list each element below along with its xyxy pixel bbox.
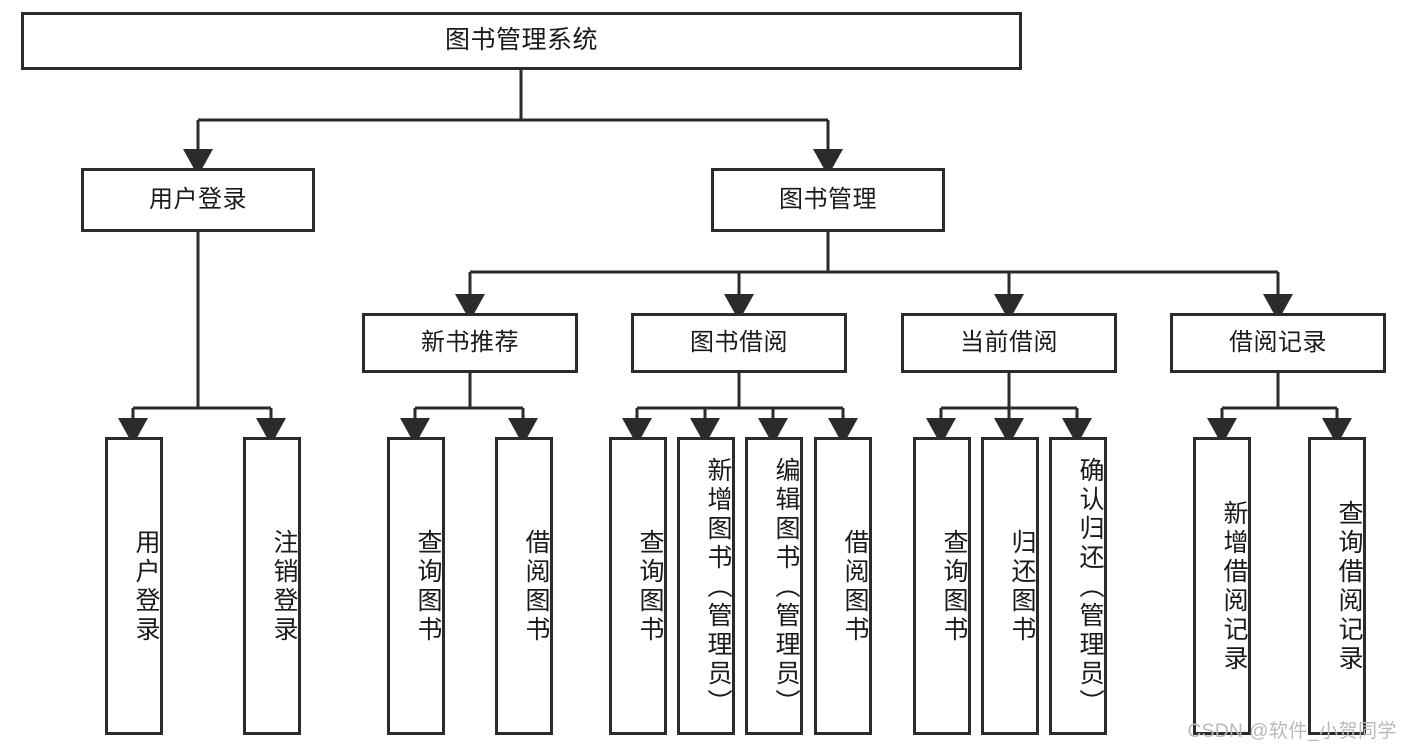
node-label: 新增图书（管理员） (704, 456, 732, 718)
node-current-borrow[interactable]: 当前借阅 (901, 313, 1117, 373)
node-label: 新书推荐 (421, 328, 519, 356)
node-label: 借阅记录 (1229, 328, 1327, 356)
watermark: CSDN @软件_小贺同学 (1187, 721, 1397, 742)
node-label: 编辑图书（管理员） (772, 456, 800, 718)
node-label: 借阅图书 (841, 529, 869, 645)
leaf-new-book-borrow[interactable]: 借阅图书 (495, 437, 553, 735)
node-label: 查询图书 (414, 529, 442, 645)
node-borrow-record[interactable]: 借阅记录 (1170, 313, 1386, 373)
node-label: 注销登录 (270, 529, 298, 645)
node-label: 用户登录 (132, 529, 160, 645)
leaf-user-login-login[interactable]: 用户登录 (105, 437, 163, 735)
node-label: 图书借阅 (690, 328, 788, 356)
node-label: 查询图书 (940, 529, 968, 645)
node-label: 图书管理系统 (444, 26, 598, 55)
node-label: 借阅图书 (522, 529, 550, 645)
leaf-current-return-book[interactable]: 归还图书 (981, 437, 1039, 735)
node-label: 图书管理 (779, 185, 877, 213)
node-label: 查询借阅记录 (1335, 500, 1363, 674)
node-label: 查询图书 (636, 529, 664, 645)
leaf-record-add-borrow-record[interactable]: 新增借阅记录 (1193, 437, 1251, 735)
node-label: 用户登录 (149, 185, 247, 213)
leaf-current-query-book[interactable]: 查询图书 (913, 437, 971, 735)
leaf-user-login-logout[interactable]: 注销登录 (243, 437, 301, 735)
leaf-new-book-query[interactable]: 查询图书 (387, 437, 445, 735)
leaf-borrow-query-book[interactable]: 查询图书 (609, 437, 667, 735)
leaf-borrow-add-book-admin[interactable]: 新增图书（管理员） (677, 437, 735, 735)
node-user-login[interactable]: 用户登录 (81, 168, 315, 232)
node-label: 归还图书 (1008, 529, 1036, 645)
node-label: 当前借阅 (960, 328, 1058, 356)
leaf-record-query-borrow-record[interactable]: 查询借阅记录 (1308, 437, 1366, 735)
node-label: 确认归还（管理员） (1076, 456, 1104, 718)
node-book-management[interactable]: 图书管理 (711, 168, 945, 232)
leaf-borrow-edit-book-admin[interactable]: 编辑图书（管理员） (745, 437, 803, 735)
leaf-current-confirm-return-admin[interactable]: 确认归还（管理员） (1049, 437, 1107, 735)
node-label: 新增借阅记录 (1220, 500, 1248, 674)
leaf-borrow-borrow-book[interactable]: 借阅图书 (814, 437, 872, 735)
node-book-borrow[interactable]: 图书借阅 (631, 313, 847, 373)
node-root-book-management-system[interactable]: 图书管理系统 (21, 12, 1022, 70)
node-new-book-recommend[interactable]: 新书推荐 (362, 313, 578, 373)
